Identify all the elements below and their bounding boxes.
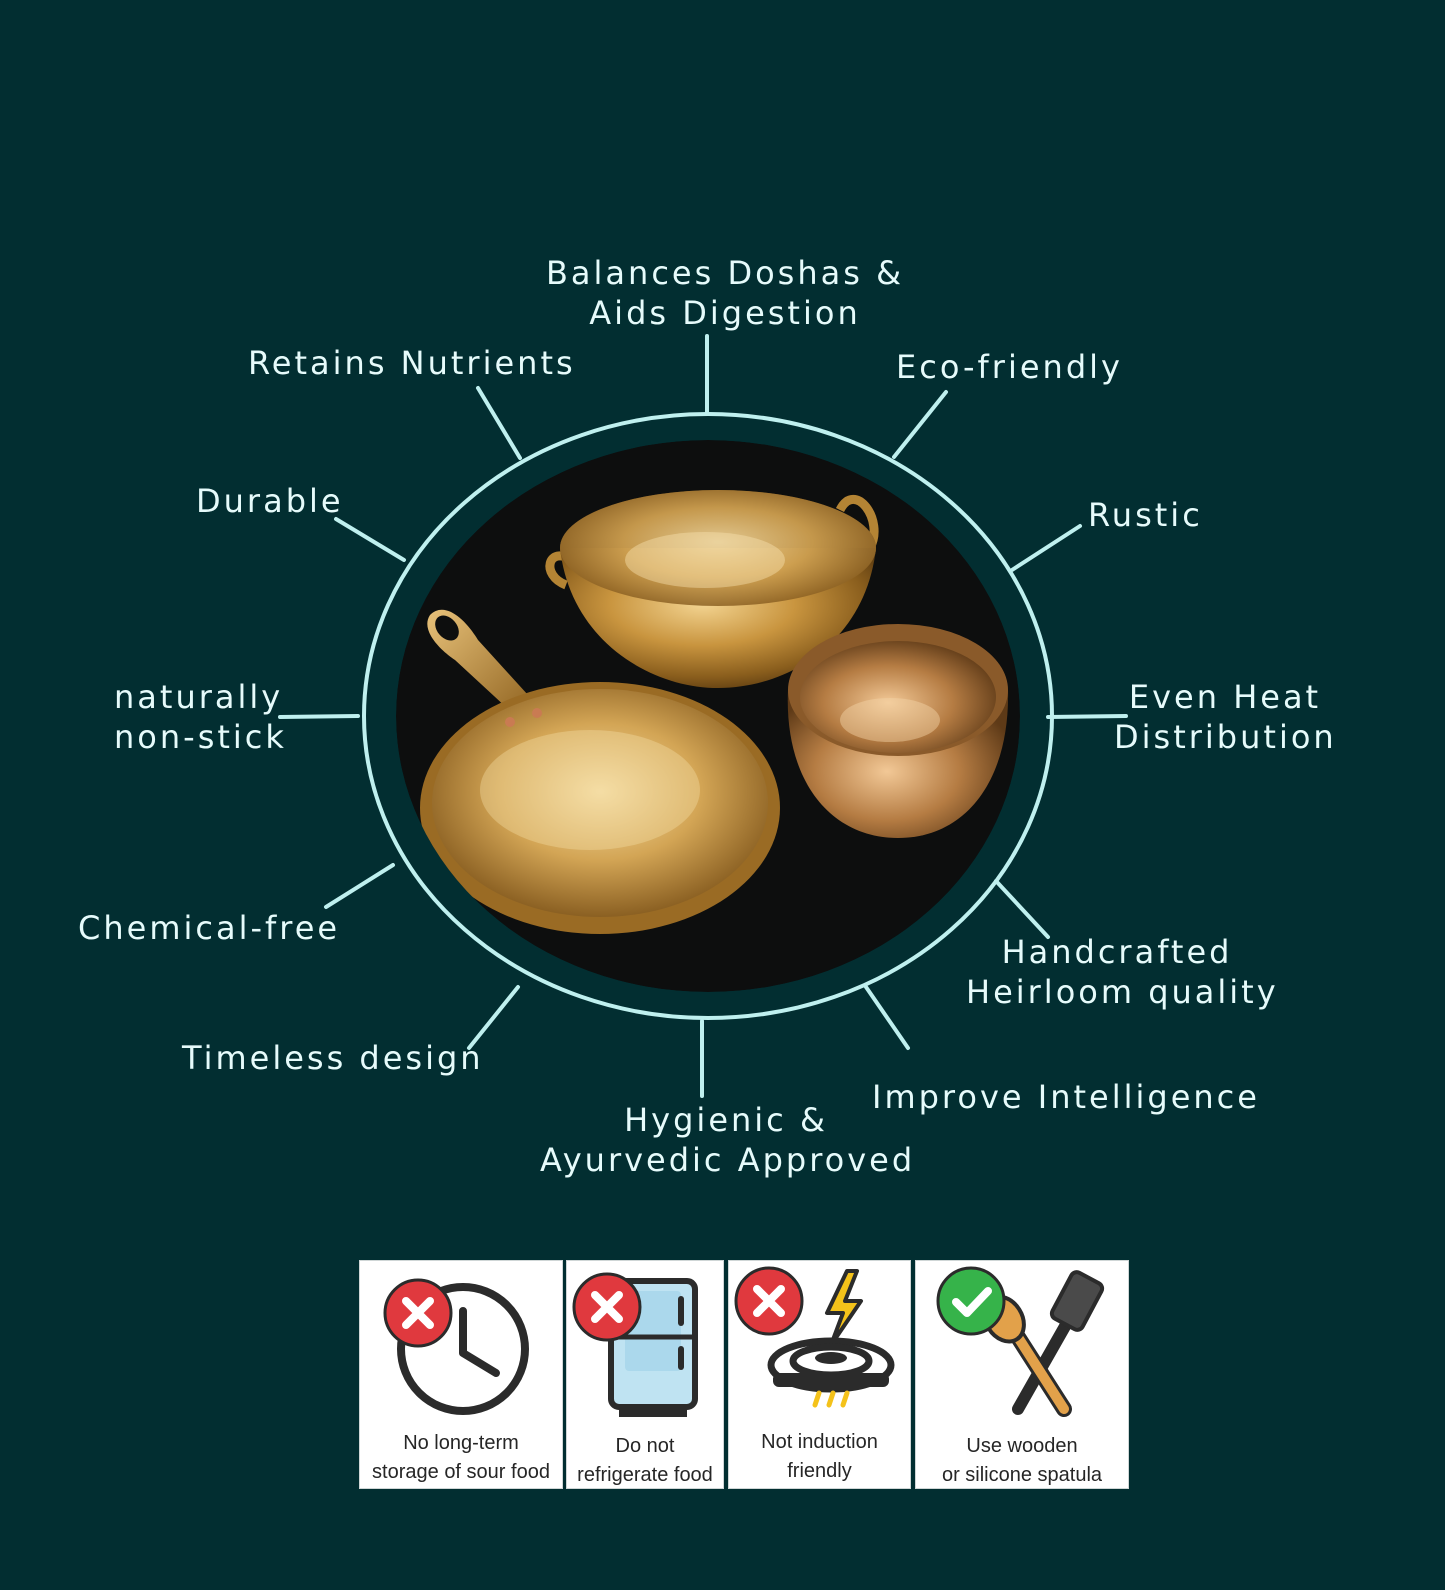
care-card-induction: Not induction friendly (728, 1260, 911, 1489)
clock-icon (383, 1278, 529, 1415)
benefit-balances-line-1: Balances Doshas & (545, 254, 905, 292)
benefit-hygienic-line-2: Ayurvedic Approved (540, 1141, 916, 1179)
care-card-sour-food: No long-term storage of sour food (359, 1260, 563, 1489)
care-caption-line-2: or silicone spatula (941, 1464, 1103, 1486)
not-allowed-icon (572, 1272, 642, 1342)
benefit-rustic: Rustic (1088, 496, 1203, 534)
connector-eco (892, 390, 948, 459)
connector-rustic (1010, 524, 1082, 572)
care-card-refrigerate: Do not refrigerate food (566, 1260, 724, 1489)
care-card-spatula: Use wooden or silicone spatula (915, 1260, 1129, 1489)
benefit-balances-line-2: Aids Digestion (589, 294, 861, 332)
benefit-naturally-non-stick: naturally non-stick (114, 677, 287, 757)
connector-chemical (324, 863, 395, 909)
benefit-durable: Durable (196, 482, 344, 520)
care-caption-line-1: Do not (615, 1435, 675, 1457)
connector-even-heat (1046, 714, 1128, 719)
care-caption-spatula: Use wooden or silicone spatula (916, 1432, 1128, 1490)
care-caption-line-2: storage of sour food (372, 1461, 550, 1483)
benefit-handcrafted-line-2: Heirloom quality (966, 973, 1279, 1011)
benefit-even-heat-line-1: Even Heat (1128, 678, 1322, 716)
benefit-eco-friendly: Eco-friendly (896, 348, 1123, 386)
care-caption-induction: Not induction friendly (729, 1428, 910, 1486)
care-caption-line-2: refrigerate food (577, 1464, 713, 1486)
fridge-icon (572, 1272, 698, 1417)
not-allowed-icon (383, 1278, 453, 1348)
product-photo (396, 440, 1020, 992)
connector-nonstick (278, 714, 360, 719)
connector-intelligence (864, 985, 910, 1050)
benefit-improve-intelligence: Improve Intelligence (872, 1078, 1260, 1116)
benefit-nonstick-line-2: non-stick (114, 718, 287, 756)
connector-lines (278, 334, 1128, 1098)
benefit-hygienic-line-1: Hygienic & (624, 1101, 828, 1139)
allowed-check-icon (936, 1266, 1006, 1336)
spatula-icon (936, 1266, 1105, 1417)
connector-nutrients (476, 386, 522, 460)
benefit-nonstick-line-1: naturally (114, 678, 284, 716)
not-allowed-icon (734, 1266, 804, 1336)
care-caption-line-2: friendly (787, 1460, 852, 1482)
care-caption-line-1: No long-term (403, 1432, 519, 1454)
benefit-retains-nutrients: Retains Nutrients (248, 344, 576, 382)
benefit-handcrafted: Handcrafted Heirloom quality (966, 932, 1279, 1012)
benefit-even-heat-line-2: Distribution (1114, 718, 1337, 756)
care-caption-sour-food: No long-term storage of sour food (360, 1429, 562, 1487)
frying-pan (420, 609, 780, 934)
copper-bowl (787, 624, 1009, 838)
care-caption-line-1: Not induction (761, 1431, 878, 1453)
benefit-hygienic: Hygienic & Ayurvedic Approved (540, 1100, 912, 1180)
benefit-even-heat: Even Heat Distribution (1114, 677, 1336, 757)
outer-ring (362, 412, 1054, 1020)
care-caption-refrigerate: Do not refrigerate food (567, 1432, 723, 1490)
connector-timeless (467, 985, 520, 1050)
care-caption-line-1: Use wooden (966, 1435, 1078, 1457)
benefit-chemical-free: Chemical-free (78, 909, 341, 947)
benefit-balances-doshas: Balances Doshas & Aids Digestion (530, 253, 920, 333)
connector-handcrafted (994, 879, 1050, 939)
kadai-wok (545, 490, 879, 688)
induction-icon (734, 1266, 895, 1408)
benefit-timeless-design: Timeless design (182, 1039, 484, 1077)
benefit-handcrafted-line-1: Handcrafted (1001, 933, 1233, 971)
connector-durable (334, 517, 406, 562)
